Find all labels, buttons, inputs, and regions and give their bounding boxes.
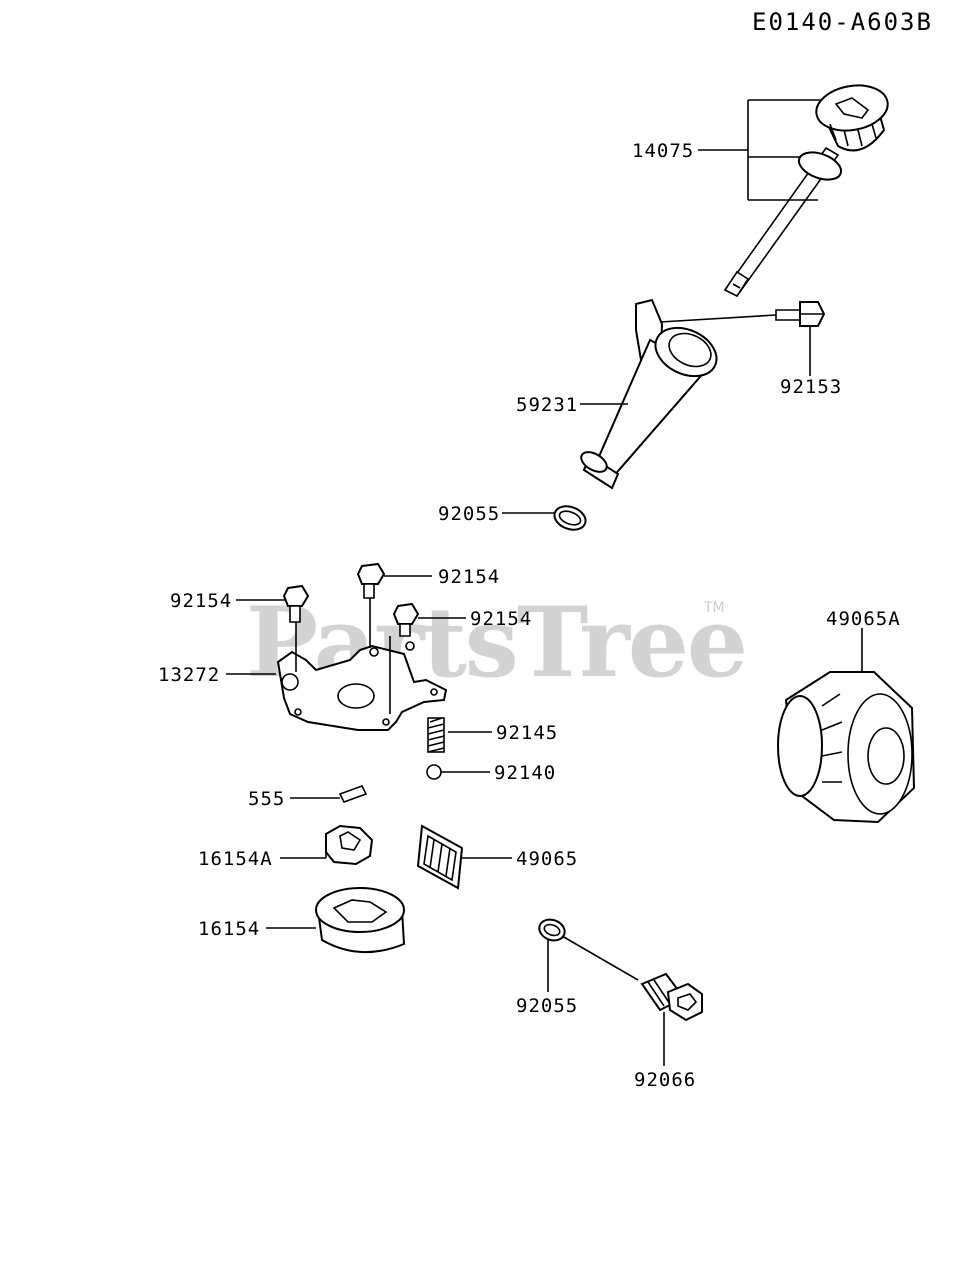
leader-92153-a	[659, 314, 777, 323]
part-inner-rotor-16154A[interactable]	[325, 824, 374, 866]
part-spring-92145[interactable]	[427, 717, 445, 753]
watermark-trademark: TM	[703, 600, 725, 616]
part-bolt-92154-b[interactable]	[356, 562, 386, 599]
label-59231[interactable]: 59231	[516, 394, 578, 416]
leader-14075	[698, 99, 822, 201]
label-14075[interactable]: 14075	[632, 140, 694, 162]
leader-oring-to-plug	[561, 935, 639, 981]
label-13272[interactable]: 13272	[158, 664, 220, 686]
label-92145[interactable]: 92145	[496, 722, 558, 744]
part-oring-92055-bottom-inner	[543, 923, 561, 937]
part-screen-49065[interactable]	[416, 824, 464, 890]
part-ball-92140[interactable]	[426, 764, 442, 780]
label-92154-b[interactable]: 92154	[438, 566, 500, 588]
part-outer-rotor-16154[interactable]	[315, 887, 406, 954]
label-92153[interactable]: 92153	[780, 376, 842, 398]
part-oil-filter-49065A[interactable]	[777, 671, 916, 824]
part-oring-92055-top-inner	[558, 510, 582, 526]
part-bolt-92154-c[interactable]	[392, 602, 420, 637]
label-92066[interactable]: 92066	[634, 1069, 696, 1091]
part-bolt-92154-a[interactable]	[282, 584, 310, 623]
label-16154A[interactable]: 16154A	[198, 848, 273, 870]
diagram-code: E0140-A603B	[752, 8, 933, 36]
label-92055-bottom[interactable]: 92055	[516, 995, 578, 1017]
part-dipstick[interactable]	[723, 80, 891, 298]
label-92055-top[interactable]: 92055	[438, 503, 500, 525]
label-49065[interactable]: 49065	[516, 848, 578, 870]
part-drain-plug-92066[interactable]	[640, 972, 703, 1022]
label-92154-c[interactable]: 92154	[470, 608, 532, 630]
part-filler-tube[interactable]	[578, 298, 724, 490]
label-92140[interactable]: 92140	[494, 762, 556, 784]
part-pin-555[interactable]	[338, 785, 368, 803]
part-bolt-92153[interactable]	[775, 301, 826, 327]
label-49065A[interactable]: 49065A	[826, 608, 901, 630]
label-555[interactable]: 555	[248, 788, 285, 810]
part-plate-13272[interactable]	[276, 641, 448, 731]
label-92154-a[interactable]: 92154	[170, 590, 232, 612]
label-16154[interactable]: 16154	[198, 918, 260, 940]
